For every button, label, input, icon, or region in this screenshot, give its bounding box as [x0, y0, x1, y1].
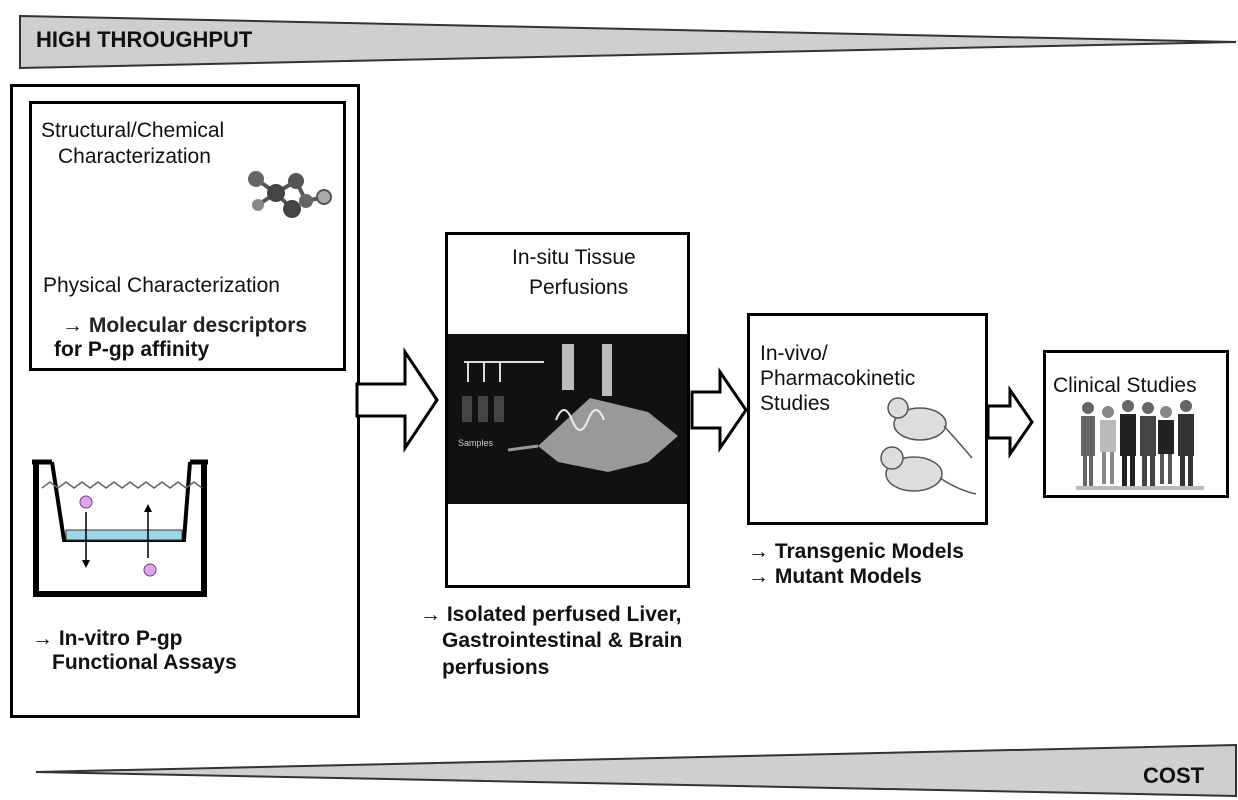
structural-title-line2: Characterization	[58, 145, 211, 168]
physical-title: Physical Characterization	[43, 274, 280, 297]
cost-label: COST	[1143, 763, 1205, 788]
transwell-assay-diagram	[32, 459, 208, 597]
in-situ-note-line1: → Isolated perfused Liver,	[420, 603, 682, 626]
in-situ-title-line1: In-situ Tissue	[512, 246, 636, 269]
people-illustration	[1076, 400, 1204, 490]
in-vivo-note-line2: → Mutant Models	[748, 565, 922, 588]
characterization-box	[29, 101, 346, 371]
descriptor-line2: for P-gp affinity	[54, 338, 210, 361]
in-situ-title-line2: Perfusions	[529, 276, 629, 299]
assay-line1: → In-vitro P-gp	[32, 627, 183, 650]
molecule-image	[248, 171, 332, 218]
in-vivo-title-line3: Studies	[760, 392, 831, 415]
in-vivo-title-line2: Pharmacokinetic	[760, 367, 916, 390]
flow-arrow-3	[986, 385, 1034, 459]
in-situ-note-line3: perfusions	[442, 656, 550, 679]
in-situ-note-line2: Gastrointestinal & Brain	[442, 629, 683, 652]
rats-illustration	[880, 397, 977, 495]
in-vivo-title-line1: In-vivo/	[760, 342, 828, 365]
samples-label: Samples	[458, 438, 494, 448]
assay-line2: Functional Assays	[52, 651, 237, 674]
perfusion-photo: Samples	[448, 334, 687, 504]
descriptor-line1: → Molecular descriptors	[62, 314, 308, 337]
in-vivo-box	[747, 313, 988, 525]
structural-title-line1: Structural/Chemical	[41, 119, 225, 142]
flow-arrow-1	[355, 347, 439, 453]
flow-arrow-2	[690, 367, 748, 453]
clinical-title: Clinical Studies	[1053, 374, 1197, 397]
in-vivo-note-line1: → Transgenic Models	[748, 540, 964, 563]
high-throughput-label: HIGH THROUGHPUT	[36, 27, 253, 52]
high-throughput-wedge	[19, 14, 1237, 70]
cost-wedge	[35, 743, 1237, 798]
